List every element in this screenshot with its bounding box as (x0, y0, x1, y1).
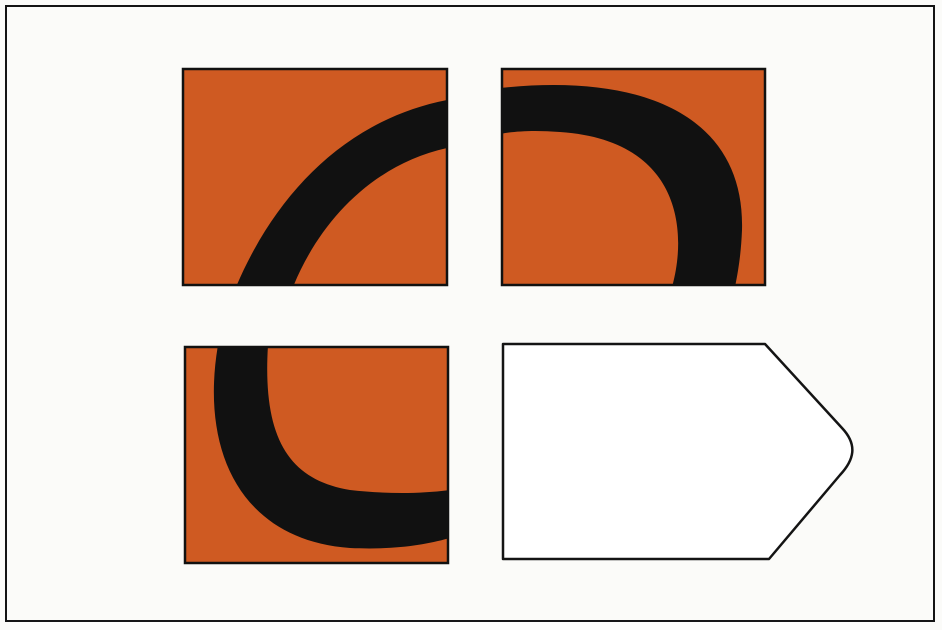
tile-top-left (183, 69, 447, 287)
tile-top-right (500, 69, 765, 287)
tile-bottom-right-blank (503, 344, 852, 559)
tile-bottom-left (185, 345, 450, 563)
